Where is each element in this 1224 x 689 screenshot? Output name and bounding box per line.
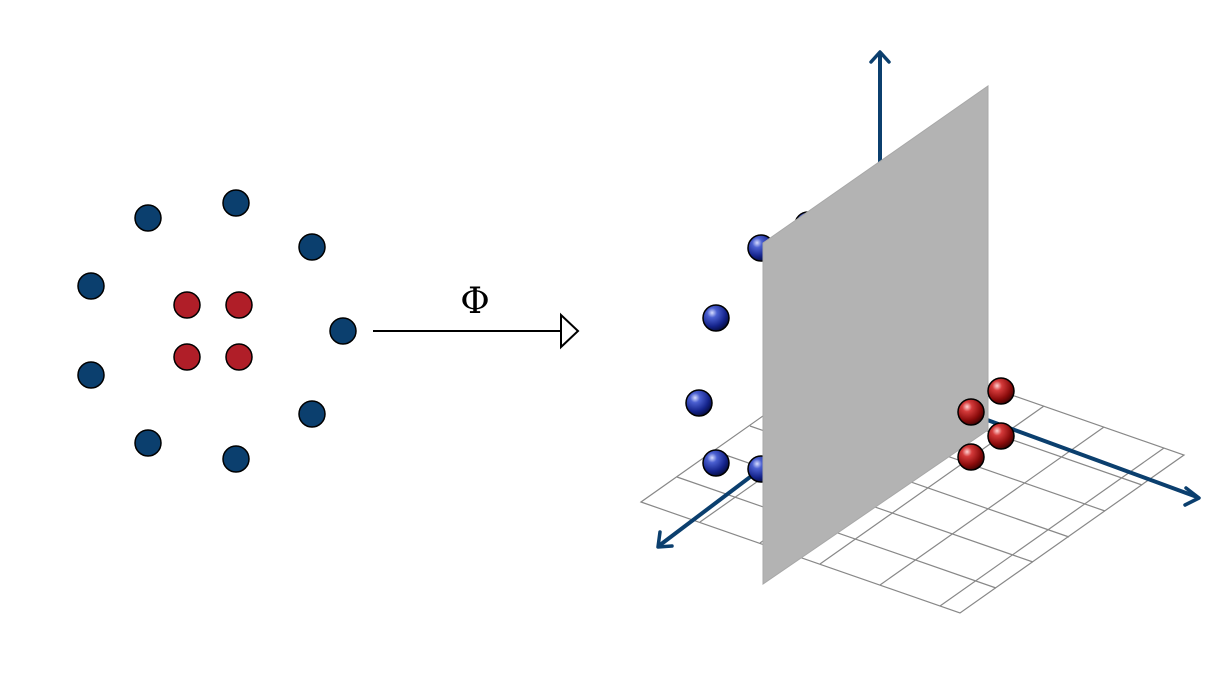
feature-point-inner	[987, 377, 1015, 405]
feature-point-inner	[987, 422, 1015, 450]
input-space	[77, 189, 357, 473]
mapping-arrow: Φ	[373, 281, 580, 350]
input-point-outer	[134, 204, 162, 232]
separating-plane	[762, 85, 989, 585]
feature-point-inner	[957, 443, 985, 471]
input-point-outer	[134, 429, 162, 457]
input-point-outer	[298, 400, 326, 428]
input-point-outer	[298, 233, 326, 261]
inner-class-points	[173, 291, 253, 371]
y-axis-arrowhead	[656, 530, 674, 549]
feature-point-outer	[685, 389, 713, 417]
input-point-outer	[329, 317, 357, 345]
input-point-inner	[225, 291, 253, 319]
input-point-outer	[222, 445, 250, 473]
input-point-outer	[77, 272, 105, 300]
feature-point-outer	[702, 304, 730, 332]
input-point-inner	[225, 343, 253, 371]
vertical-axis-arrowhead	[869, 50, 891, 64]
feature-space	[639, 50, 1201, 614]
outer-class-points	[77, 189, 357, 473]
mapping-label: Φ	[460, 281, 490, 322]
feature-inner-class-points	[957, 377, 1015, 471]
input-point-outer	[222, 189, 250, 217]
arrow-head	[560, 312, 580, 350]
input-point-inner	[173, 343, 201, 371]
x-axis-arrowhead	[1183, 486, 1201, 507]
input-point-outer	[77, 361, 105, 389]
input-point-inner	[173, 291, 201, 319]
feature-point-inner	[957, 398, 985, 426]
feature-point-outer	[702, 449, 730, 477]
